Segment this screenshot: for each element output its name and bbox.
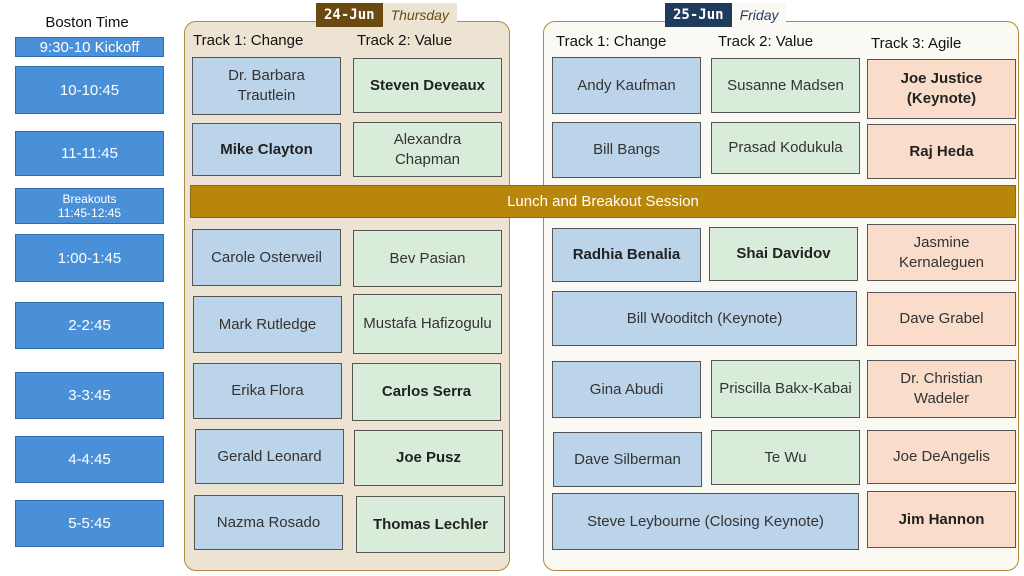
time-slot-breakouts-label: Breakouts [62,192,117,206]
session-cell[interactable]: Prasad Kodukula [711,122,860,174]
friday-date: 25-Jun [665,3,732,27]
session-cell[interactable]: Carole Osterweil [192,229,341,286]
time-column-header: Boston Time [45,14,129,31]
time-slot: 11-11:45 [15,131,164,176]
friday-track-1-header: Track 1: Change [556,33,667,50]
session-cell[interactable]: Joe Pusz [354,430,503,486]
session-cell[interactable]: Thomas Lechler [356,496,505,553]
thursday-date: 24-Jun [316,3,383,27]
session-cell[interactable]: Steven Deveaux [353,58,502,113]
session-cell[interactable]: Gina Abudi [552,361,701,418]
session-cell[interactable]: Priscilla Bakx-Kabai [711,360,860,418]
session-cell[interactable]: Nazma Rosado [194,495,343,550]
time-slot: 5-5:45 [15,500,164,547]
session-cell[interactable]: Dave Silberman [553,432,702,487]
friday-track-2-header: Track 2: Value [718,33,814,50]
lunch-breakout-bar: Lunch and Breakout Session [190,185,1016,218]
time-slot: 3-3:45 [15,372,164,419]
friday-day: Friday [731,3,787,27]
session-cell[interactable]: Susanne Madsen [711,58,860,113]
session-cell[interactable]: Shai Davidov [709,227,858,281]
session-cell[interactable]: Mustafa Hafizogulu [353,294,502,354]
session-cell[interactable]: Joe DeAngelis [867,430,1016,484]
session-cell[interactable]: Carlos Serra [352,363,501,421]
session-cell[interactable]: Radhia Benalia [552,228,701,282]
thursday-track-2-header: Track 2: Value [357,32,453,49]
session-cell[interactable]: Jasmine Kernaleguen [867,224,1016,281]
session-cell[interactable]: Joe Justice (Keynote) [867,59,1016,119]
time-slot: 4-4:45 [15,436,164,483]
session-cell[interactable]: Dr. Barbara Trautlein [192,57,341,115]
session-cell[interactable]: Andy Kaufman [552,57,701,114]
friday-track-3-header: Track 3: Agile [871,35,962,52]
session-cell[interactable]: Erika Flora [193,363,342,419]
thursday-day: Thursday [382,3,457,27]
time-slot: 1:00-1:45 [15,234,164,282]
time-slot: 2-2:45 [15,302,164,349]
thursday-tag: 24-Jun Thursday [316,3,457,27]
session-cell[interactable]: Mike Clayton [192,123,341,176]
session-cell[interactable]: Alexandra Chapman [353,122,502,177]
session-cell[interactable]: Gerald Leonard [195,429,344,484]
time-slot-breakouts-range: 11:45-12:45 [57,206,122,220]
session-cell[interactable]: Bill Bangs [552,122,701,178]
time-slot-breakouts: Breakouts 11:45-12:45 [15,188,164,224]
session-cell-keynote[interactable]: Steve Leybourne (Closing Keynote) [552,493,859,550]
session-cell[interactable]: Mark Rutledge [193,296,342,353]
session-cell[interactable]: Te Wu [711,430,860,485]
session-cell[interactable]: Bev Pasian [353,230,502,287]
friday-tag: 25-Jun Friday [665,3,787,27]
time-slot: 10-10:45 [15,66,164,114]
time-slot-kickoff: 9:30-10 Kickoff [15,37,164,57]
thursday-track-1-header: Track 1: Change [193,32,304,49]
session-cell-keynote[interactable]: Bill Wooditch (Keynote) [552,291,857,346]
session-cell[interactable]: Dave Grabel [867,292,1016,346]
session-cell[interactable]: Dr. Christian Wadeler [867,360,1016,418]
session-cell[interactable]: Raj Heda [867,124,1016,179]
session-cell[interactable]: Jim Hannon [867,491,1016,548]
